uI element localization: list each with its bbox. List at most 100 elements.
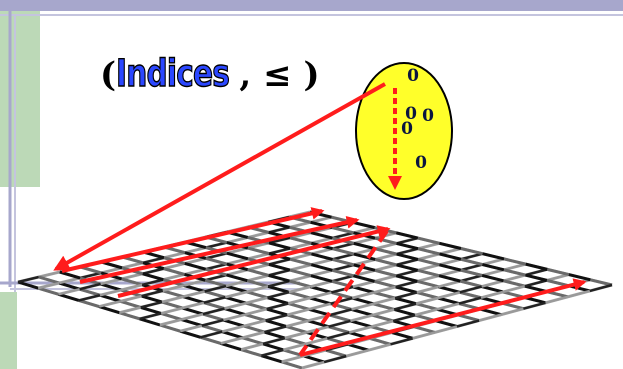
grid-segment [263,344,283,350]
grid-segment [418,238,440,243]
grid-segment [547,275,569,281]
grid-segment [311,270,332,275]
grid-segment [309,304,331,310]
grid-segment [60,272,80,278]
grid-segment [418,259,439,264]
grid-segment [415,309,437,315]
grid-segment [460,292,481,297]
grid-segment [414,327,435,333]
grid-segment [526,264,548,269]
grid-segment [416,304,437,310]
grid-segment [222,326,244,332]
grid-segment [247,292,268,298]
grid-segment [122,274,143,279]
grid-segment [333,249,354,254]
grid-segment [458,315,479,321]
grid-segment [396,233,418,238]
grid-segment [394,304,416,310]
grid-segment [140,313,161,318]
grid-segment [353,287,374,293]
grid-segment [523,303,545,309]
grid-segment [547,269,569,274]
grid-segment [185,263,206,269]
grid-segment [221,343,241,349]
grid-segment [482,259,504,265]
grid-segment [18,277,39,282]
grid-segment [248,270,269,276]
grid-segment [59,294,79,300]
grid-segment [269,275,290,281]
grid-segment [248,264,269,269]
grid-segment [457,321,479,327]
grid-segment [436,321,457,327]
grid-segment [375,259,396,264]
grid-segment [329,327,350,333]
grid-segment [160,325,180,331]
grid-segment [286,321,308,327]
grid-segment [333,254,354,259]
order-element-1: 0 [407,66,419,86]
grid-segment [160,320,182,325]
grid-segment [417,281,438,286]
grid-segment [346,350,368,356]
grid-segment [142,296,162,302]
grid-segment [290,276,311,281]
grid-segment [460,287,482,293]
grid-segment [353,222,375,227]
grid-segment [266,320,287,326]
grid-segment [268,292,290,297]
grid-segment [352,293,374,299]
grid-segment [285,332,307,338]
grid-segment [164,253,185,258]
grid-segment [310,298,331,304]
grid-segment [350,321,371,327]
grid-segment [393,315,415,321]
grid-segment [332,265,353,270]
grid-segment [243,332,265,338]
grid-segment [374,287,396,293]
grid-segment [525,275,546,280]
grid-segment [417,287,439,293]
grid-segment [352,304,374,310]
grid-segment [247,275,268,280]
grid-segment [302,362,324,368]
grid-segment [162,302,182,308]
grid-segment [184,286,205,292]
grid-segment [311,281,333,286]
grid-segment [183,291,204,296]
grid-segment [79,300,99,306]
grid-segment [396,270,418,276]
grid-segment [310,292,332,298]
grid-segment [418,249,439,254]
grid-segment [119,313,139,319]
grid-segment [397,254,418,259]
grid-segment [142,291,163,296]
grid-segment [304,356,324,362]
grid-segment [201,332,223,338]
grid-segment [439,265,460,270]
grid-segment [375,276,397,282]
grid-segment [261,356,281,362]
grid-segment [569,275,591,280]
grid-segment [375,249,396,254]
grid-segment [349,327,371,333]
grid-segment [311,276,332,282]
grid-segment [375,243,396,248]
grid-segment [227,237,248,242]
grid-segment [226,286,247,292]
grid-segment [418,243,439,248]
grid-segment [333,259,354,264]
grid-segment [461,270,482,275]
grid-segment [205,280,226,286]
grid-segment [417,292,438,298]
grid-segment [244,320,266,326]
grid-segment [99,301,120,306]
grid-segment [290,259,311,265]
grid-segment [248,248,269,254]
grid-segment [202,320,224,326]
grid-segment [203,314,223,320]
grid-segment [201,337,221,343]
grid-segment [368,344,390,350]
grid-segment [245,315,266,321]
